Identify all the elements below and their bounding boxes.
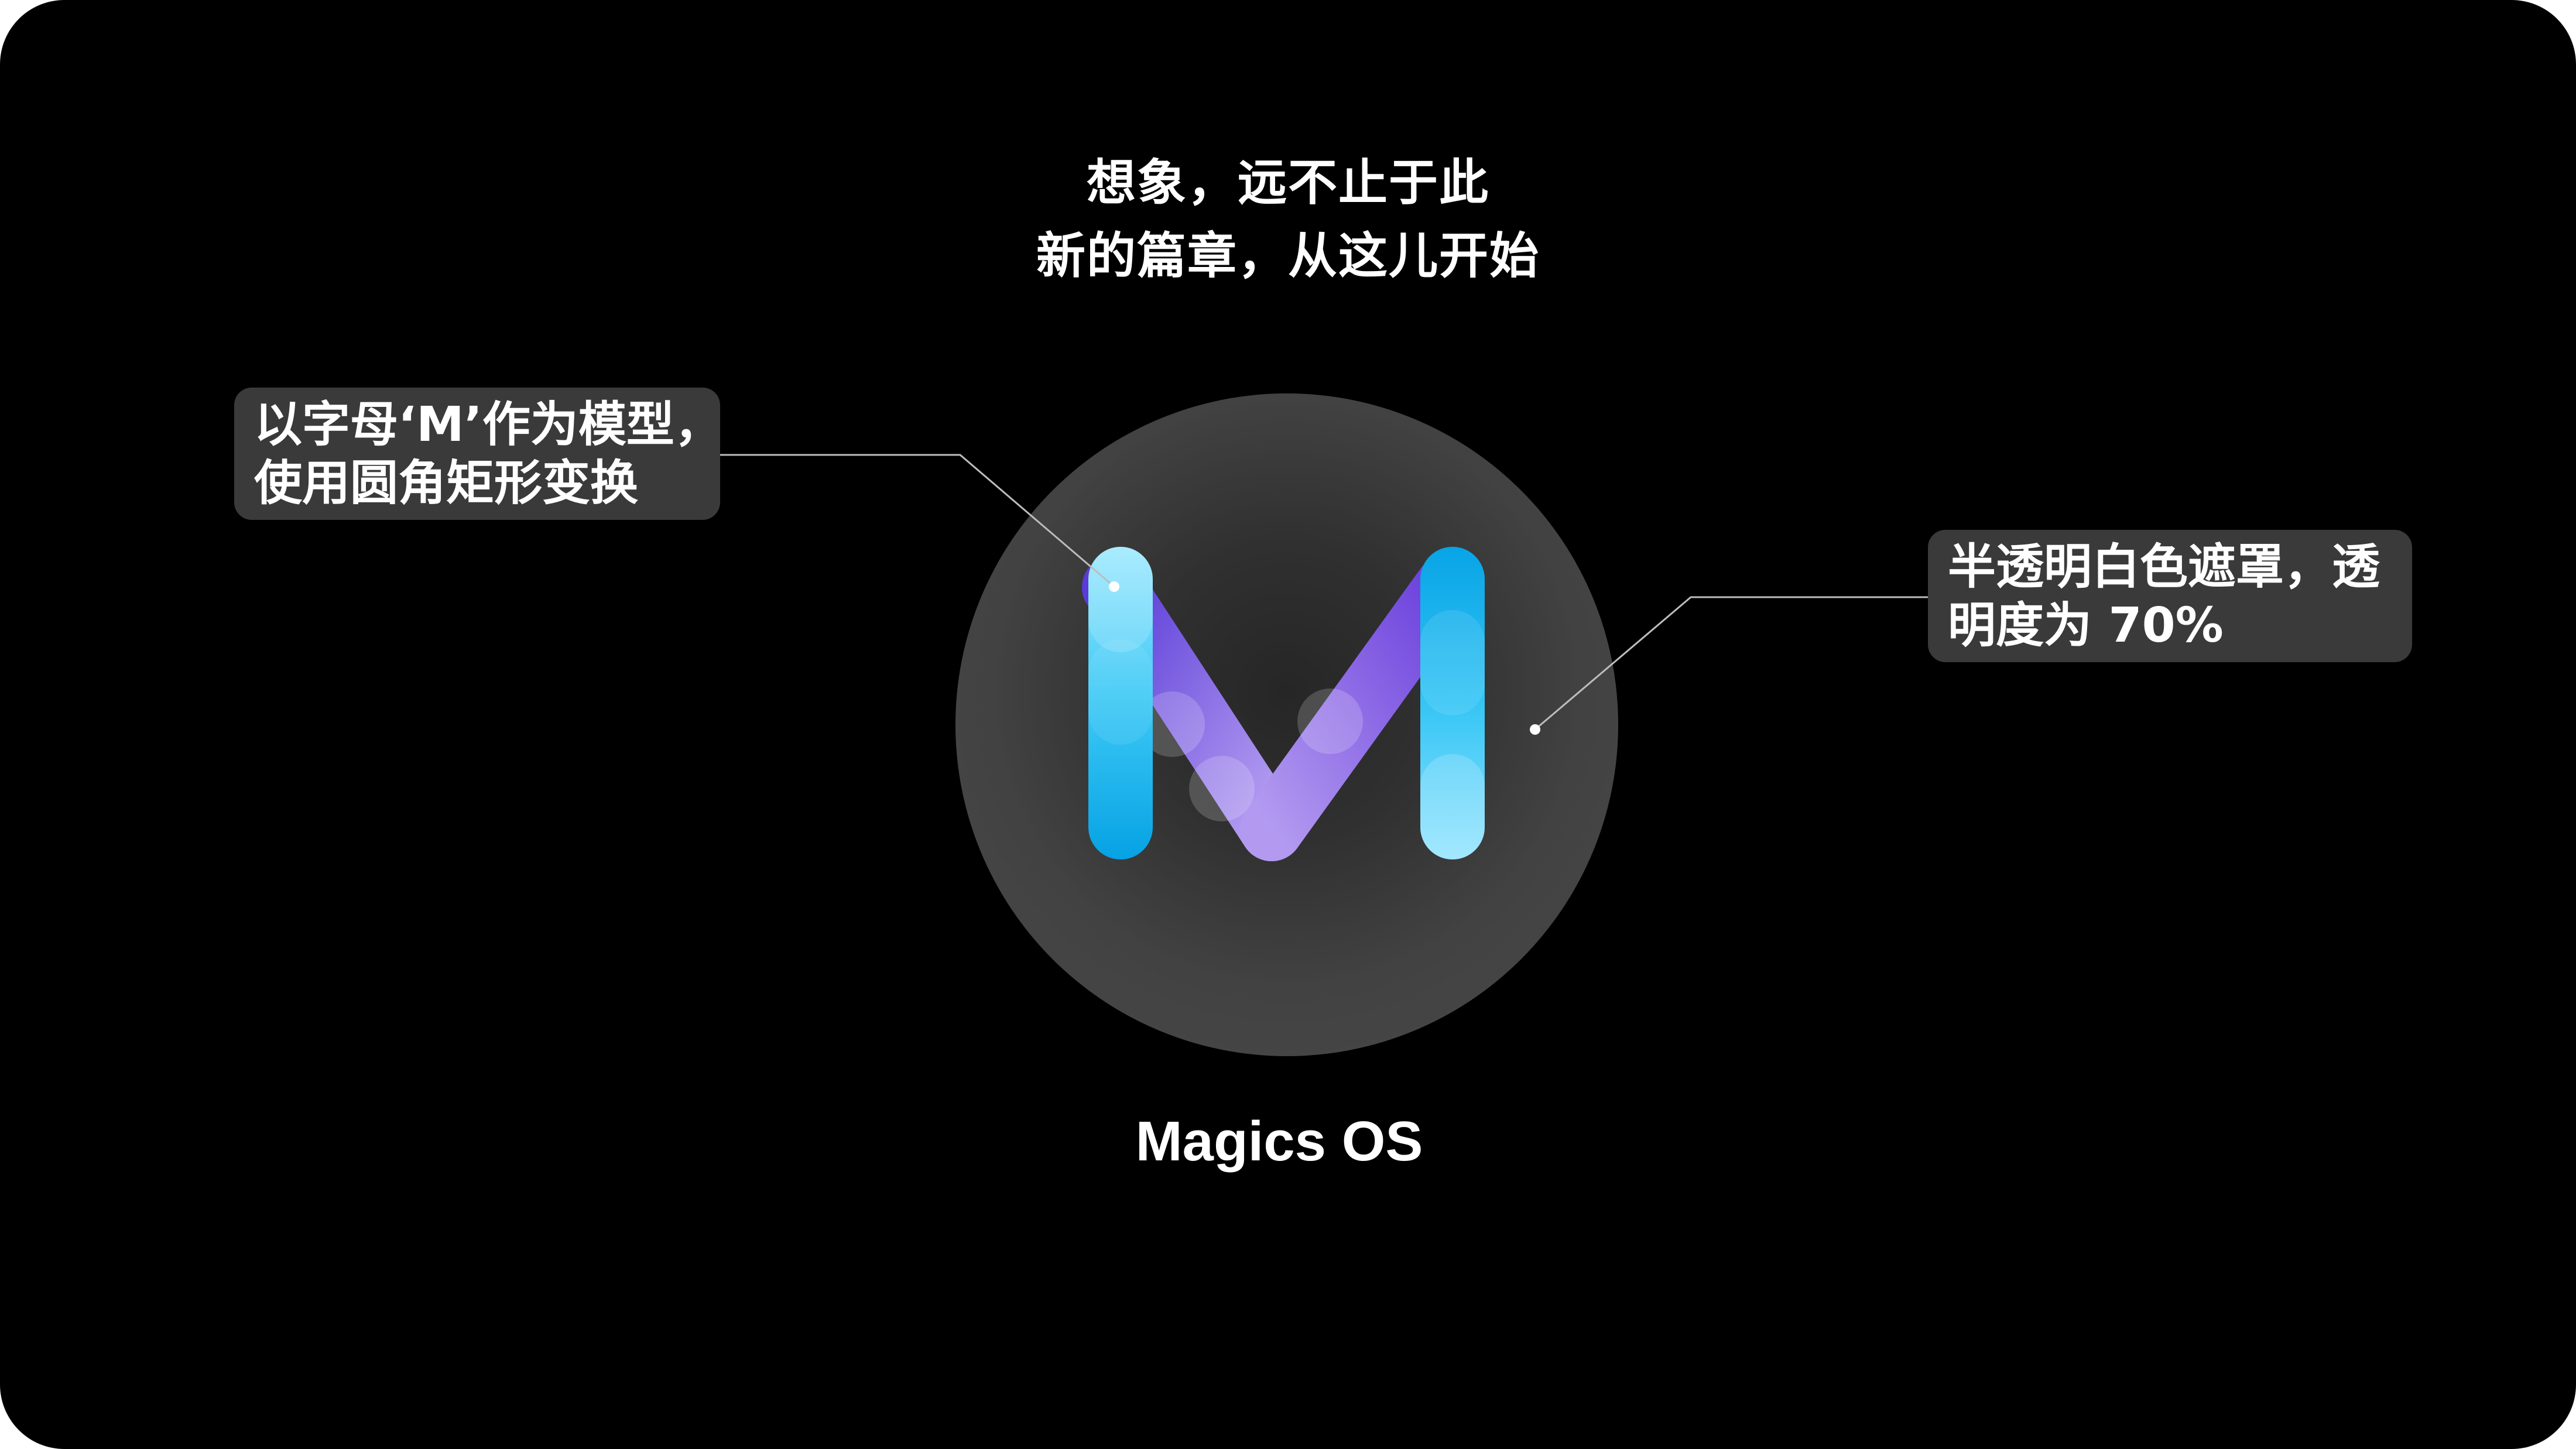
tagline-line-1: 想象，远不止于此 (1086, 154, 1489, 211)
letter-m-logo-icon (1082, 547, 1485, 861)
callout-left-line-1: 以字母‘M’作为模型， (254, 397, 722, 453)
brand-name: Magics OS (1135, 1110, 1423, 1173)
callout-right-line-2: 明度为 70% (1948, 598, 2224, 653)
logo-right-diagonal (1240, 556, 1478, 861)
callout-right-line-1: 半透明白色遮罩，透 (1948, 539, 2380, 595)
callout-left-line-2: 使用圆角矩形变换 (254, 455, 639, 511)
callout-letter-m-model: 以字母‘M’作为模型， 使用圆角矩形变换 (234, 388, 722, 520)
logo-right-bar (1420, 547, 1485, 859)
logo-left-bar (1088, 547, 1153, 859)
callout-translucent-mask: 半透明白色遮罩，透 明度为 70% (1928, 530, 2412, 662)
tagline-line-2: 新的篇章，从这儿开始 (1036, 227, 1540, 285)
